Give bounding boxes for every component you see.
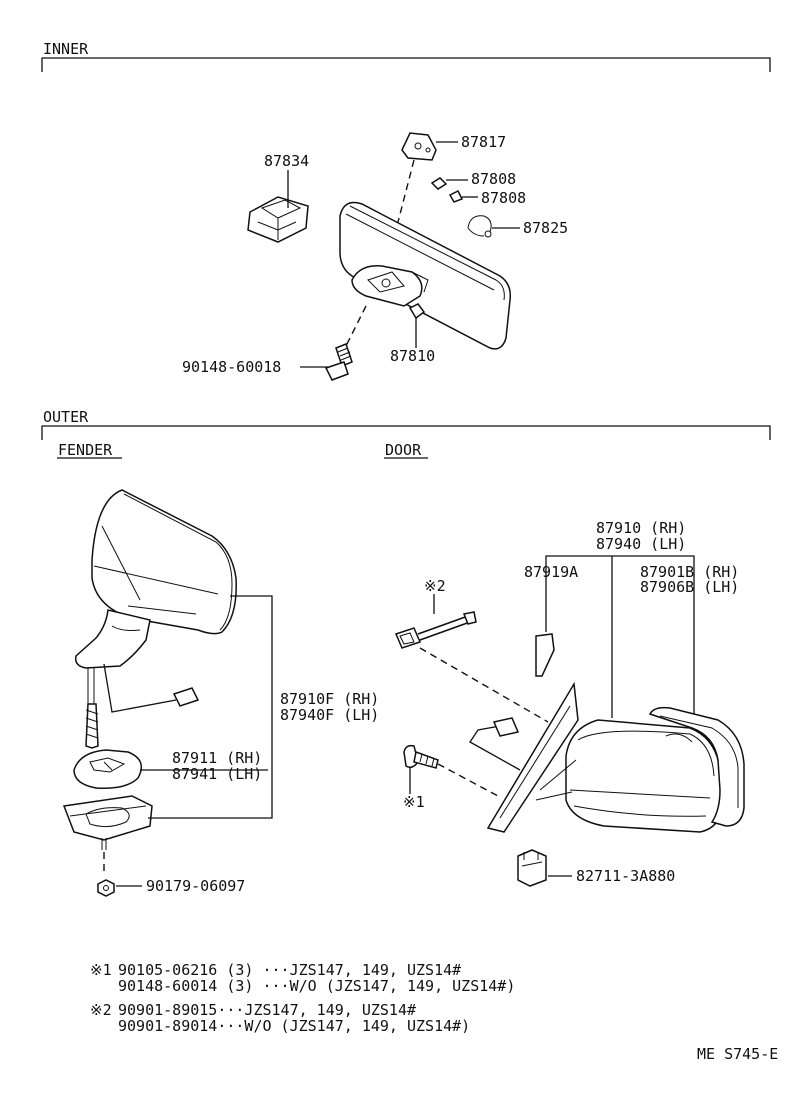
part-87911-gasket <box>73 749 143 790</box>
door-mirror-wire <box>469 725 521 771</box>
label-mark-1: ※1 <box>403 793 425 811</box>
door-mirror-base <box>486 681 579 833</box>
part-90148-60018-bolt <box>324 343 353 381</box>
label-87910f-rh: 87910F (RH) <box>280 690 379 708</box>
fender-base-plate <box>62 795 153 841</box>
part-87825-ring <box>467 215 492 238</box>
note-2-line-1: 90901-89015···JZS147, 149, UZS14# <box>118 1001 416 1019</box>
inner-section-bracket <box>41 57 771 72</box>
assembly-line-bolt <box>345 305 367 347</box>
label-90179-06097: 90179-06097 <box>146 877 245 895</box>
label-87940-lh: 87940 (LH) <box>596 535 686 553</box>
fender-mirror-assembly: 87911 (RH) 87941 (LH) 87910F (RH) 87940F… <box>62 489 379 897</box>
door-mirror-assembly: 87910 (RH) 87940 (LH) 87919A 87901B (RH)… <box>394 519 745 887</box>
part-wire-harness-mark2 <box>394 611 477 649</box>
part-bolt-mark1 <box>403 744 439 769</box>
label-90148-60018: 90148-60018 <box>182 358 281 376</box>
part-87817-bracket <box>401 132 437 161</box>
part-87919a-cover <box>535 633 555 677</box>
label-87906b-lh: 87906B (LH) <box>640 578 739 596</box>
assembly-line-mark1 <box>437 763 499 797</box>
part-90179-06097-nut <box>97 879 115 897</box>
note-2-line-2: 90901-89014···W/O (JZS147, 149, UZS14#) <box>118 1017 470 1035</box>
label-87834: 87834 <box>264 152 309 170</box>
leader-87910-tree <box>545 555 695 718</box>
part-87834-pad <box>247 196 309 243</box>
inner-section-title: INNER <box>43 40 89 58</box>
outer-section: OUTER FENDER DOOR <box>41 408 771 459</box>
part-87808-clip-a <box>430 177 448 190</box>
note-1-mark: ※1 <box>90 961 112 979</box>
part-82711-3a880-connector <box>517 849 547 887</box>
label-87810: 87810 <box>390 347 435 365</box>
note-1-line-1: 90105-06216 (3) ···JZS147, 149, UZS14# <box>118 961 461 979</box>
label-87941-lh: 87941 (LH) <box>172 765 262 783</box>
fender-mirror-stay <box>74 609 151 669</box>
part-87810 <box>408 303 426 320</box>
door-mirror-glass <box>648 706 745 827</box>
assembly-line-mark2 <box>419 647 549 723</box>
label-87911-rh: 87911 (RH) <box>172 749 262 767</box>
label-87808-a: 87808 <box>471 170 516 188</box>
part-87808-clip-b <box>448 189 464 203</box>
footnotes: ※1 90105-06216 (3) ···JZS147, 149, UZS14… <box>90 961 515 1035</box>
outer-section-title: OUTER <box>43 408 89 426</box>
inner-rearview-mirror <box>339 201 512 350</box>
illustration-code: ME S745-E <box>697 1045 778 1063</box>
label-87808-b: 87808 <box>481 189 526 207</box>
fender-subtitle: FENDER <box>58 441 113 459</box>
note-2-mark: ※2 <box>90 1001 112 1019</box>
label-mark-2: ※2 <box>424 577 446 595</box>
label-82711-3a880: 82711-3A880 <box>576 867 675 885</box>
outer-section-bracket <box>41 425 771 440</box>
label-87919a: 87919A <box>524 563 578 581</box>
label-87910-rh: 87910 (RH) <box>596 519 686 537</box>
inner-section: INNER 87834 87817 87808 87808 <box>41 40 771 381</box>
label-87940f-lh: 87940F (LH) <box>280 706 379 724</box>
label-87901b-rh: 87901B (RH) <box>640 563 739 581</box>
leader-87910f-bracket <box>148 595 273 819</box>
assembly-line-87817 <box>397 159 415 223</box>
door-subtitle: DOOR <box>385 441 422 459</box>
door-mirror-connector <box>492 717 520 737</box>
label-87817: 87817 <box>461 133 506 151</box>
label-87825: 87825 <box>523 219 568 237</box>
fender-wire <box>103 663 177 713</box>
note-1-line-2: 90148-60014 (3) ···W/O (JZS147, 149, UZS… <box>118 977 515 995</box>
fender-connector <box>172 687 200 707</box>
